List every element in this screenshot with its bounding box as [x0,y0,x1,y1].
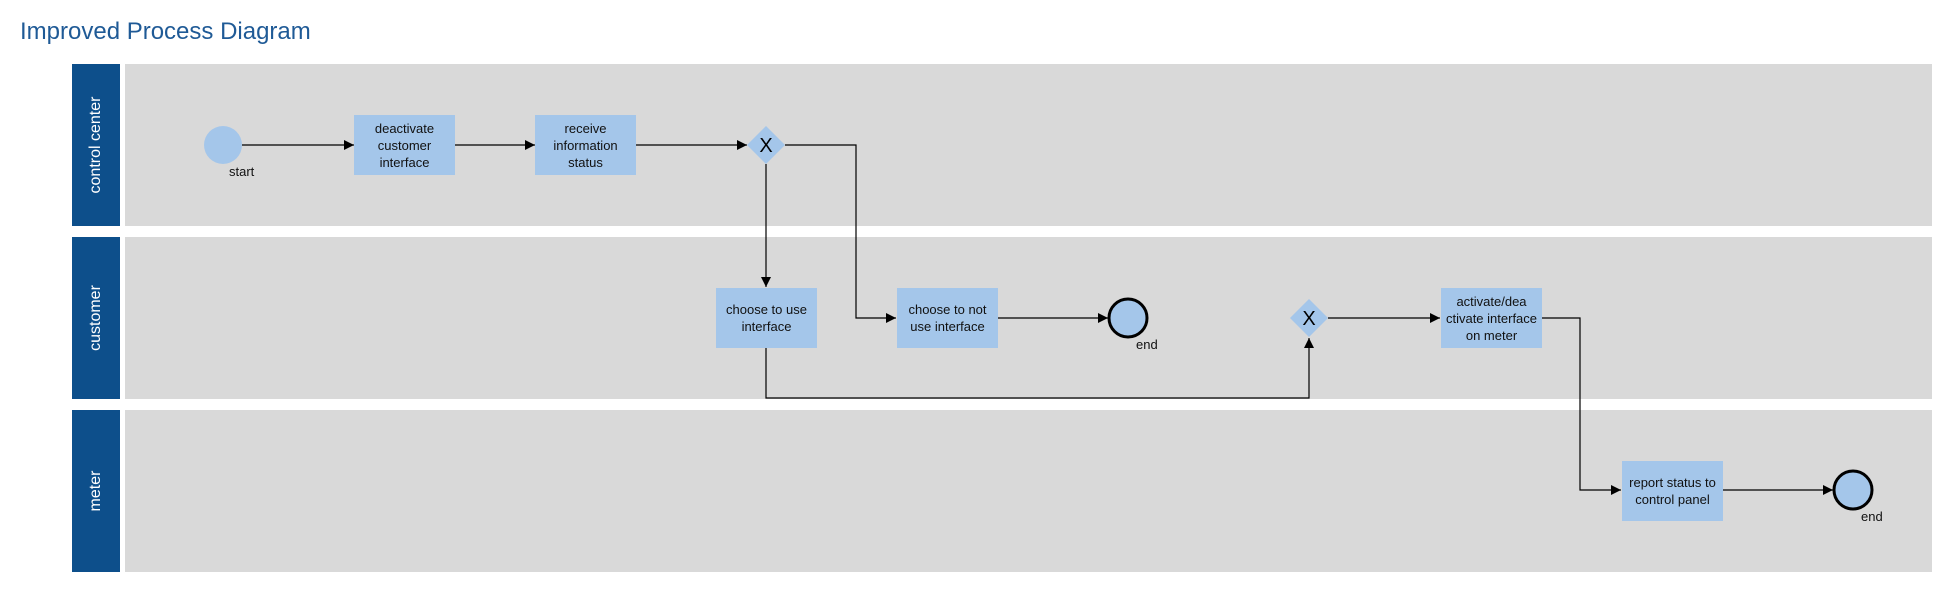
start-event-label: start [229,164,255,179]
end-event-customer [1107,297,1149,339]
flow-activate-to-report [1542,317,1621,495]
gateway-symbol: X [759,135,772,157]
task-receive-box [535,115,636,175]
lane-header-customer: customer [72,237,120,399]
flow-use-to-gateway2 [765,338,1314,399]
gateway-customer: X [1290,299,1328,337]
start-event [204,126,242,164]
task-notuse-box [897,288,998,348]
gateway-symbol: X [1302,308,1315,330]
task-report-box [1622,461,1723,521]
lane-header-control-center: control center [72,64,120,226]
task-deactivate-box [354,115,455,175]
end-event-meter [1832,469,1874,511]
flow-gateway-to-notuse [785,144,896,323]
end-event-label: end [1136,337,1158,352]
end-event-label: end [1861,509,1883,524]
gateway-control-center: X [747,126,785,164]
task-use-box [716,288,817,348]
task-activate-box [1441,288,1542,348]
lane-header-meter: meter [72,410,120,572]
page-title: Improved Process Diagram [20,18,311,45]
